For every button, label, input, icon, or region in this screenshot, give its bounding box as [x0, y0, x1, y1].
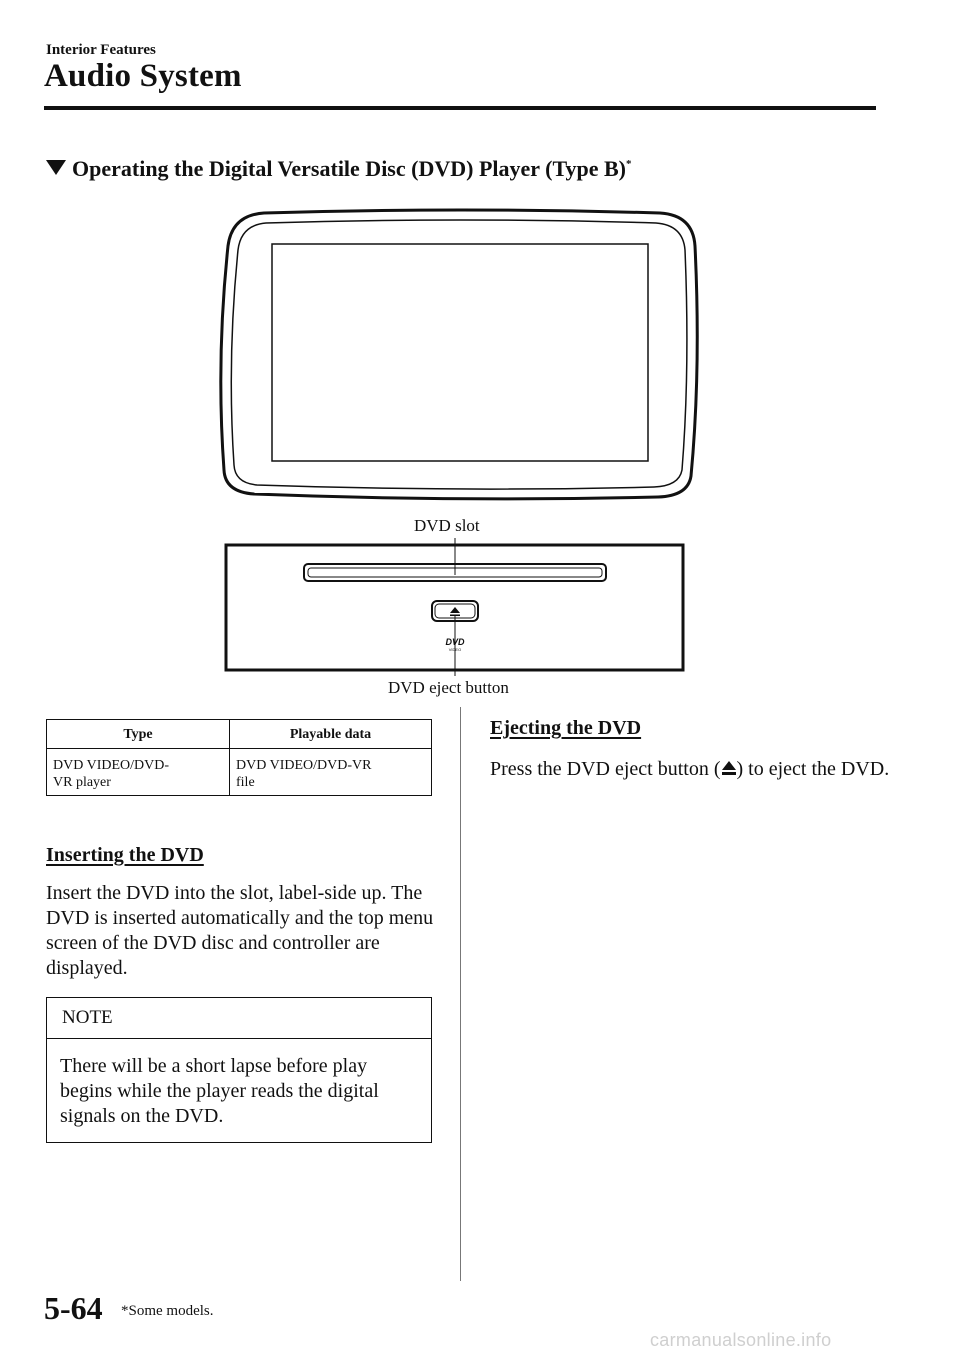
table-header-type: Type	[46, 719, 230, 749]
note-divider	[47, 1038, 431, 1039]
ejecting-text-before: Press the DVD eject button (	[490, 758, 721, 780]
display-screen	[271, 243, 649, 462]
dvd-eject-callout: DVD eject button	[388, 678, 509, 697]
dvd-player-illustration: DVD VIDEO	[219, 208, 699, 676]
table-cell-playable-data-text: DVD VIDEO/DVD-VR file	[236, 758, 372, 790]
page-number: 5-64	[44, 1290, 103, 1326]
table-cell-type-text: DVD VIDEO/DVD- VR player	[53, 758, 170, 790]
section-heading-text: Operating the Digital Versatile Disc (DV…	[72, 156, 626, 181]
section-label: Interior Features	[46, 42, 156, 58]
playable-data-table: Type Playable data DVD VIDEO/DVD- VR pla…	[46, 719, 432, 796]
display-outer-bezel	[219, 208, 699, 501]
models-asterisk: *	[626, 158, 632, 170]
watermark: carmanualsonline.info	[650, 1330, 832, 1350]
note-box: NOTE There will be a short lapse before …	[46, 997, 432, 1143]
footnote: *Some models.	[121, 1303, 214, 1319]
eject-icon	[721, 761, 736, 775]
header-rule	[44, 106, 876, 110]
table-cell-playable-data: DVD VIDEO/DVD-VR file	[229, 748, 432, 796]
note-label: NOTE	[62, 1007, 113, 1028]
chapter-title: Audio System	[44, 58, 242, 94]
dvd-slot-callout: DVD slot	[414, 516, 480, 535]
table-header-row: Type Playable data	[46, 719, 432, 749]
ejecting-heading: Ejecting the DVD	[490, 717, 642, 739]
eject-icon	[450, 607, 460, 616]
table-cell-type: DVD VIDEO/DVD- VR player	[46, 748, 230, 796]
section-heading: Operating the Digital Versatile Disc (DV…	[46, 156, 632, 182]
ejecting-text: Press the DVD eject button ( ) to eject t…	[490, 757, 890, 782]
table-header-playable-data: Playable data	[229, 719, 432, 749]
table-row: DVD VIDEO/DVD- VR player DVD VIDEO/DVD-V…	[46, 748, 432, 796]
inserting-text: Insert the DVD into the slot, label-side…	[46, 882, 434, 979]
display-inner-bezel	[230, 219, 688, 490]
note-text: There will be a short lapse before play …	[60, 1055, 379, 1127]
ejecting-text-after: ) to eject the DVD.	[736, 758, 890, 780]
triangle-marker-icon	[46, 160, 66, 175]
inserting-heading: Inserting the DVD	[46, 844, 204, 866]
column-divider	[460, 707, 461, 1281]
